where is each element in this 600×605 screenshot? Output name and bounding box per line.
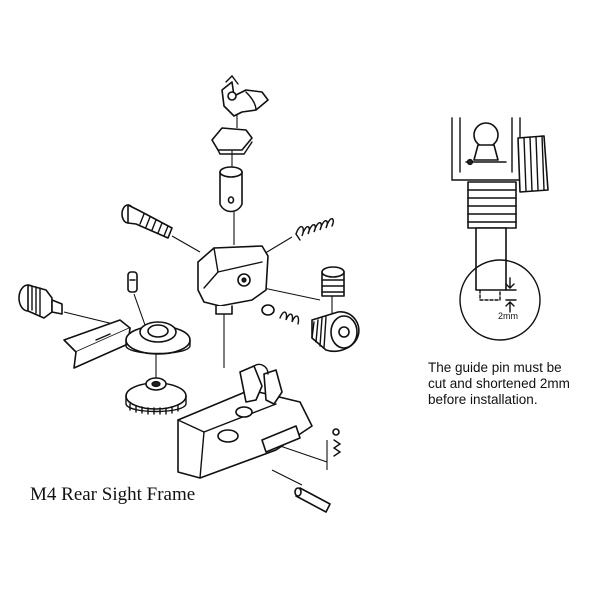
guide-pin-detail (451, 117, 549, 341)
small-pin-part (127, 271, 138, 293)
aperture-plate-part (211, 127, 253, 155)
windage-body-part (197, 245, 269, 315)
note-line-3: before installation. (428, 392, 538, 407)
left-knob-part (18, 284, 63, 319)
coil-spring-part (295, 218, 335, 241)
base-spring-part (332, 428, 342, 457)
installation-note: The guide pin must be cut and shortened … (428, 360, 593, 408)
dimension-label: 2mm (498, 311, 518, 321)
lower-disc-part (125, 377, 187, 415)
set-screw-part (321, 266, 345, 297)
long-screw-part (121, 204, 173, 239)
figure-caption: M4 Rear Sight Frame (30, 484, 196, 505)
note-line-2: cut and shortened 2mm (428, 376, 570, 391)
flat-bar-part (63, 319, 131, 369)
upper-disc-part (125, 321, 191, 355)
guide-pin-part (219, 166, 243, 213)
roll-pin-part (294, 487, 331, 513)
detent-spring-part (261, 304, 300, 325)
note-line-1: The guide pin must be (428, 360, 562, 375)
windage-knob-part (311, 311, 360, 352)
aperture-part (221, 74, 269, 117)
base-frame-part (177, 363, 313, 479)
